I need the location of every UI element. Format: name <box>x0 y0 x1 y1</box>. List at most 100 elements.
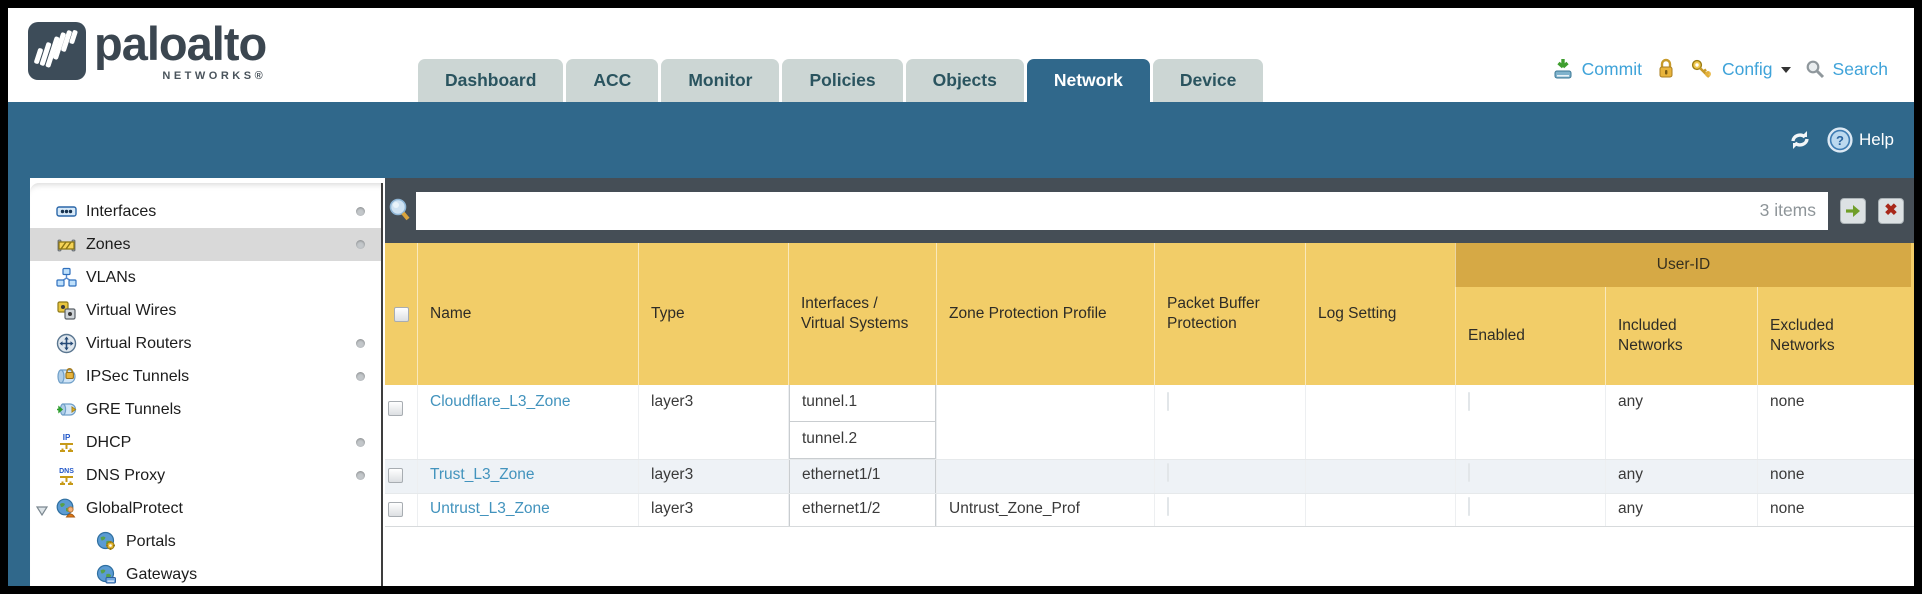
config-button[interactable]: Config <box>1721 58 1773 79</box>
filter-search-icon[interactable] <box>387 197 413 225</box>
sidebar-item-globalprotect[interactable]: GlobalProtect <box>30 492 381 525</box>
excluded-networks-cell: none <box>1757 460 1911 493</box>
table-row: Untrust_L3_Zone layer3 ethernet1/2 Untru… <box>385 493 1914 527</box>
interface-entry: ethernet1/2 <box>789 494 936 526</box>
help-icon[interactable]: ? <box>1827 127 1853 153</box>
filter-input[interactable] <box>416 191 1828 230</box>
search-button[interactable]: Search <box>1832 58 1888 79</box>
tab-dashboard[interactable]: Dashboard <box>418 59 564 102</box>
status-dot <box>356 438 365 447</box>
status-dot <box>356 207 365 216</box>
column-header-enabled[interactable]: Enabled <box>1455 243 1605 385</box>
help-label[interactable]: Help <box>1859 130 1894 149</box>
sidebar-item-label: Zones <box>86 235 131 253</box>
column-header-name[interactable]: Name <box>417 243 638 385</box>
dhcp-icon: IP <box>56 432 77 453</box>
sidebar-item-dns-proxy[interactable]: DNS DNS Proxy <box>30 459 381 492</box>
table-row: Cloudflare_L3_Zone layer3 tunnel.1 tunne… <box>385 385 1914 459</box>
left-accent-strip <box>8 178 30 586</box>
tab-objects[interactable]: Objects <box>905 59 1024 102</box>
log-setting-cell <box>1305 494 1455 526</box>
select-all-checkbox[interactable] <box>393 306 409 322</box>
refresh-icon[interactable] <box>1787 128 1813 152</box>
table-header: Name Type Interfaces / Virtual Systems Z… <box>385 243 1914 385</box>
status-dot <box>356 339 365 348</box>
sidebar-item-label: Gateways <box>126 565 198 583</box>
commit-icon <box>1552 58 1574 80</box>
expander-icon[interactable] <box>35 503 49 521</box>
zone-name-link[interactable]: Untrust_L3_Zone <box>430 500 550 517</box>
paloalto-logo: paloalto NETWORKS® <box>28 18 267 82</box>
sidebar-item-ipsec-tunnels[interactable]: IPSec Tunnels <box>30 360 381 393</box>
sidebar-item-interfaces[interactable]: Interfaces <box>30 195 381 228</box>
sidebar-item-zones[interactable]: Zones <box>30 228 381 261</box>
included-networks-cell: any <box>1605 494 1757 526</box>
column-header-zone-protection-profile[interactable]: Zone Protection Profile <box>936 243 1154 385</box>
sidebar-item-virtual-routers[interactable]: Virtual Routers <box>30 327 381 360</box>
excluded-networks-cell: none <box>1757 494 1911 526</box>
status-dot <box>356 372 365 381</box>
user-id-enabled-checkbox[interactable] <box>1468 463 1470 482</box>
zone-name-link[interactable]: Trust_L3_Zone <box>430 466 535 483</box>
sidebar-item-label: Portals <box>126 532 176 550</box>
apply-filter-button[interactable] <box>1840 197 1866 224</box>
sidebar-item-label: GlobalProtect <box>86 499 183 517</box>
lock-icon[interactable] <box>1656 58 1676 80</box>
sidebar-item-vlans[interactable]: VLANs <box>30 261 381 294</box>
header-actions: Commit Config <box>1552 54 1888 84</box>
interface-entry: ethernet1/1 <box>789 460 936 493</box>
zone-name-link[interactable]: Cloudflare_L3_Zone <box>430 393 571 410</box>
tab-network[interactable]: Network <box>1026 59 1150 102</box>
commit-button[interactable]: Commit <box>1581 58 1642 79</box>
column-header-packet-buffer-protection[interactable]: Packet Buffer Protection <box>1154 243 1305 385</box>
sidebar-item-label: IPSec Tunnels <box>86 367 190 385</box>
sub-header-bar: ? Help <box>8 102 1914 178</box>
zone-protection-profile-cell: Untrust_Zone_Prof <box>936 494 1154 526</box>
gre-tunnels-icon <box>56 399 77 420</box>
column-header-interfaces[interactable]: Interfaces / Virtual Systems <box>788 243 936 385</box>
tab-device[interactable]: Device <box>1152 59 1264 102</box>
config-caret-icon[interactable] <box>1780 67 1791 73</box>
column-header-type[interactable]: Type <box>638 243 788 385</box>
main-nav-tabs: Dashboard ACC Monitor Policies Objects N… <box>418 59 1264 102</box>
user-id-enabled-checkbox[interactable] <box>1468 392 1470 411</box>
included-networks-cell: any <box>1605 460 1757 493</box>
config-icon <box>1690 58 1714 80</box>
brand-subtitle: NETWORKS® <box>162 70 267 82</box>
zone-interfaces-cell: ethernet1/1 <box>788 460 936 493</box>
sidebar-item-gre-tunnels[interactable]: GRE Tunnels <box>30 393 381 426</box>
sidebar-item-label: GRE Tunnels <box>86 400 182 418</box>
sidebar-item-virtual-wires[interactable]: Virtual Wires <box>30 294 381 327</box>
sidebar-item-dhcp[interactable]: IP DHCP <box>30 426 381 459</box>
zone-interfaces-cell: ethernet1/2 <box>788 494 936 526</box>
user-id-enabled-checkbox[interactable] <box>1468 497 1470 516</box>
column-header-excluded-networks[interactable]: Excluded Networks <box>1757 243 1911 385</box>
tab-monitor[interactable]: Monitor <box>661 59 780 102</box>
included-networks-cell: any <box>1605 385 1757 459</box>
interface-entry: tunnel.1 <box>789 385 936 422</box>
sidebar-item-portals[interactable]: Portals <box>30 525 381 558</box>
column-header-included-networks[interactable]: Included Networks <box>1605 243 1757 385</box>
svg-text:IP: IP <box>63 433 71 442</box>
tab-policies[interactable]: Policies <box>782 59 903 102</box>
clear-filter-button[interactable]: ✖ <box>1878 197 1904 224</box>
column-header-log-setting[interactable]: Log Setting <box>1305 243 1455 385</box>
vlans-icon <box>56 267 77 288</box>
row-checkbox[interactable] <box>387 401 403 416</box>
sidebar-item-label: Virtual Routers <box>86 334 192 352</box>
clear-x-icon: ✖ <box>1884 201 1898 219</box>
packet-buffer-protection-checkbox[interactable] <box>1167 392 1169 411</box>
sidebar-item-label: Interfaces <box>86 202 157 220</box>
packet-buffer-protection-checkbox[interactable] <box>1167 463 1169 482</box>
sidebar-item-gateways[interactable]: Gateways <box>30 558 381 586</box>
row-checkbox[interactable] <box>387 468 403 483</box>
select-all-cell <box>385 243 417 385</box>
row-checkbox[interactable] <box>387 502 403 517</box>
packet-buffer-protection-checkbox[interactable] <box>1167 497 1169 516</box>
zones-icon <box>56 234 77 255</box>
gateways-icon <box>96 564 117 585</box>
zone-type-cell: layer3 <box>638 460 788 493</box>
zones-table: Name Type Interfaces / Virtual Systems Z… <box>385 243 1914 527</box>
tab-acc[interactable]: ACC <box>566 59 659 102</box>
